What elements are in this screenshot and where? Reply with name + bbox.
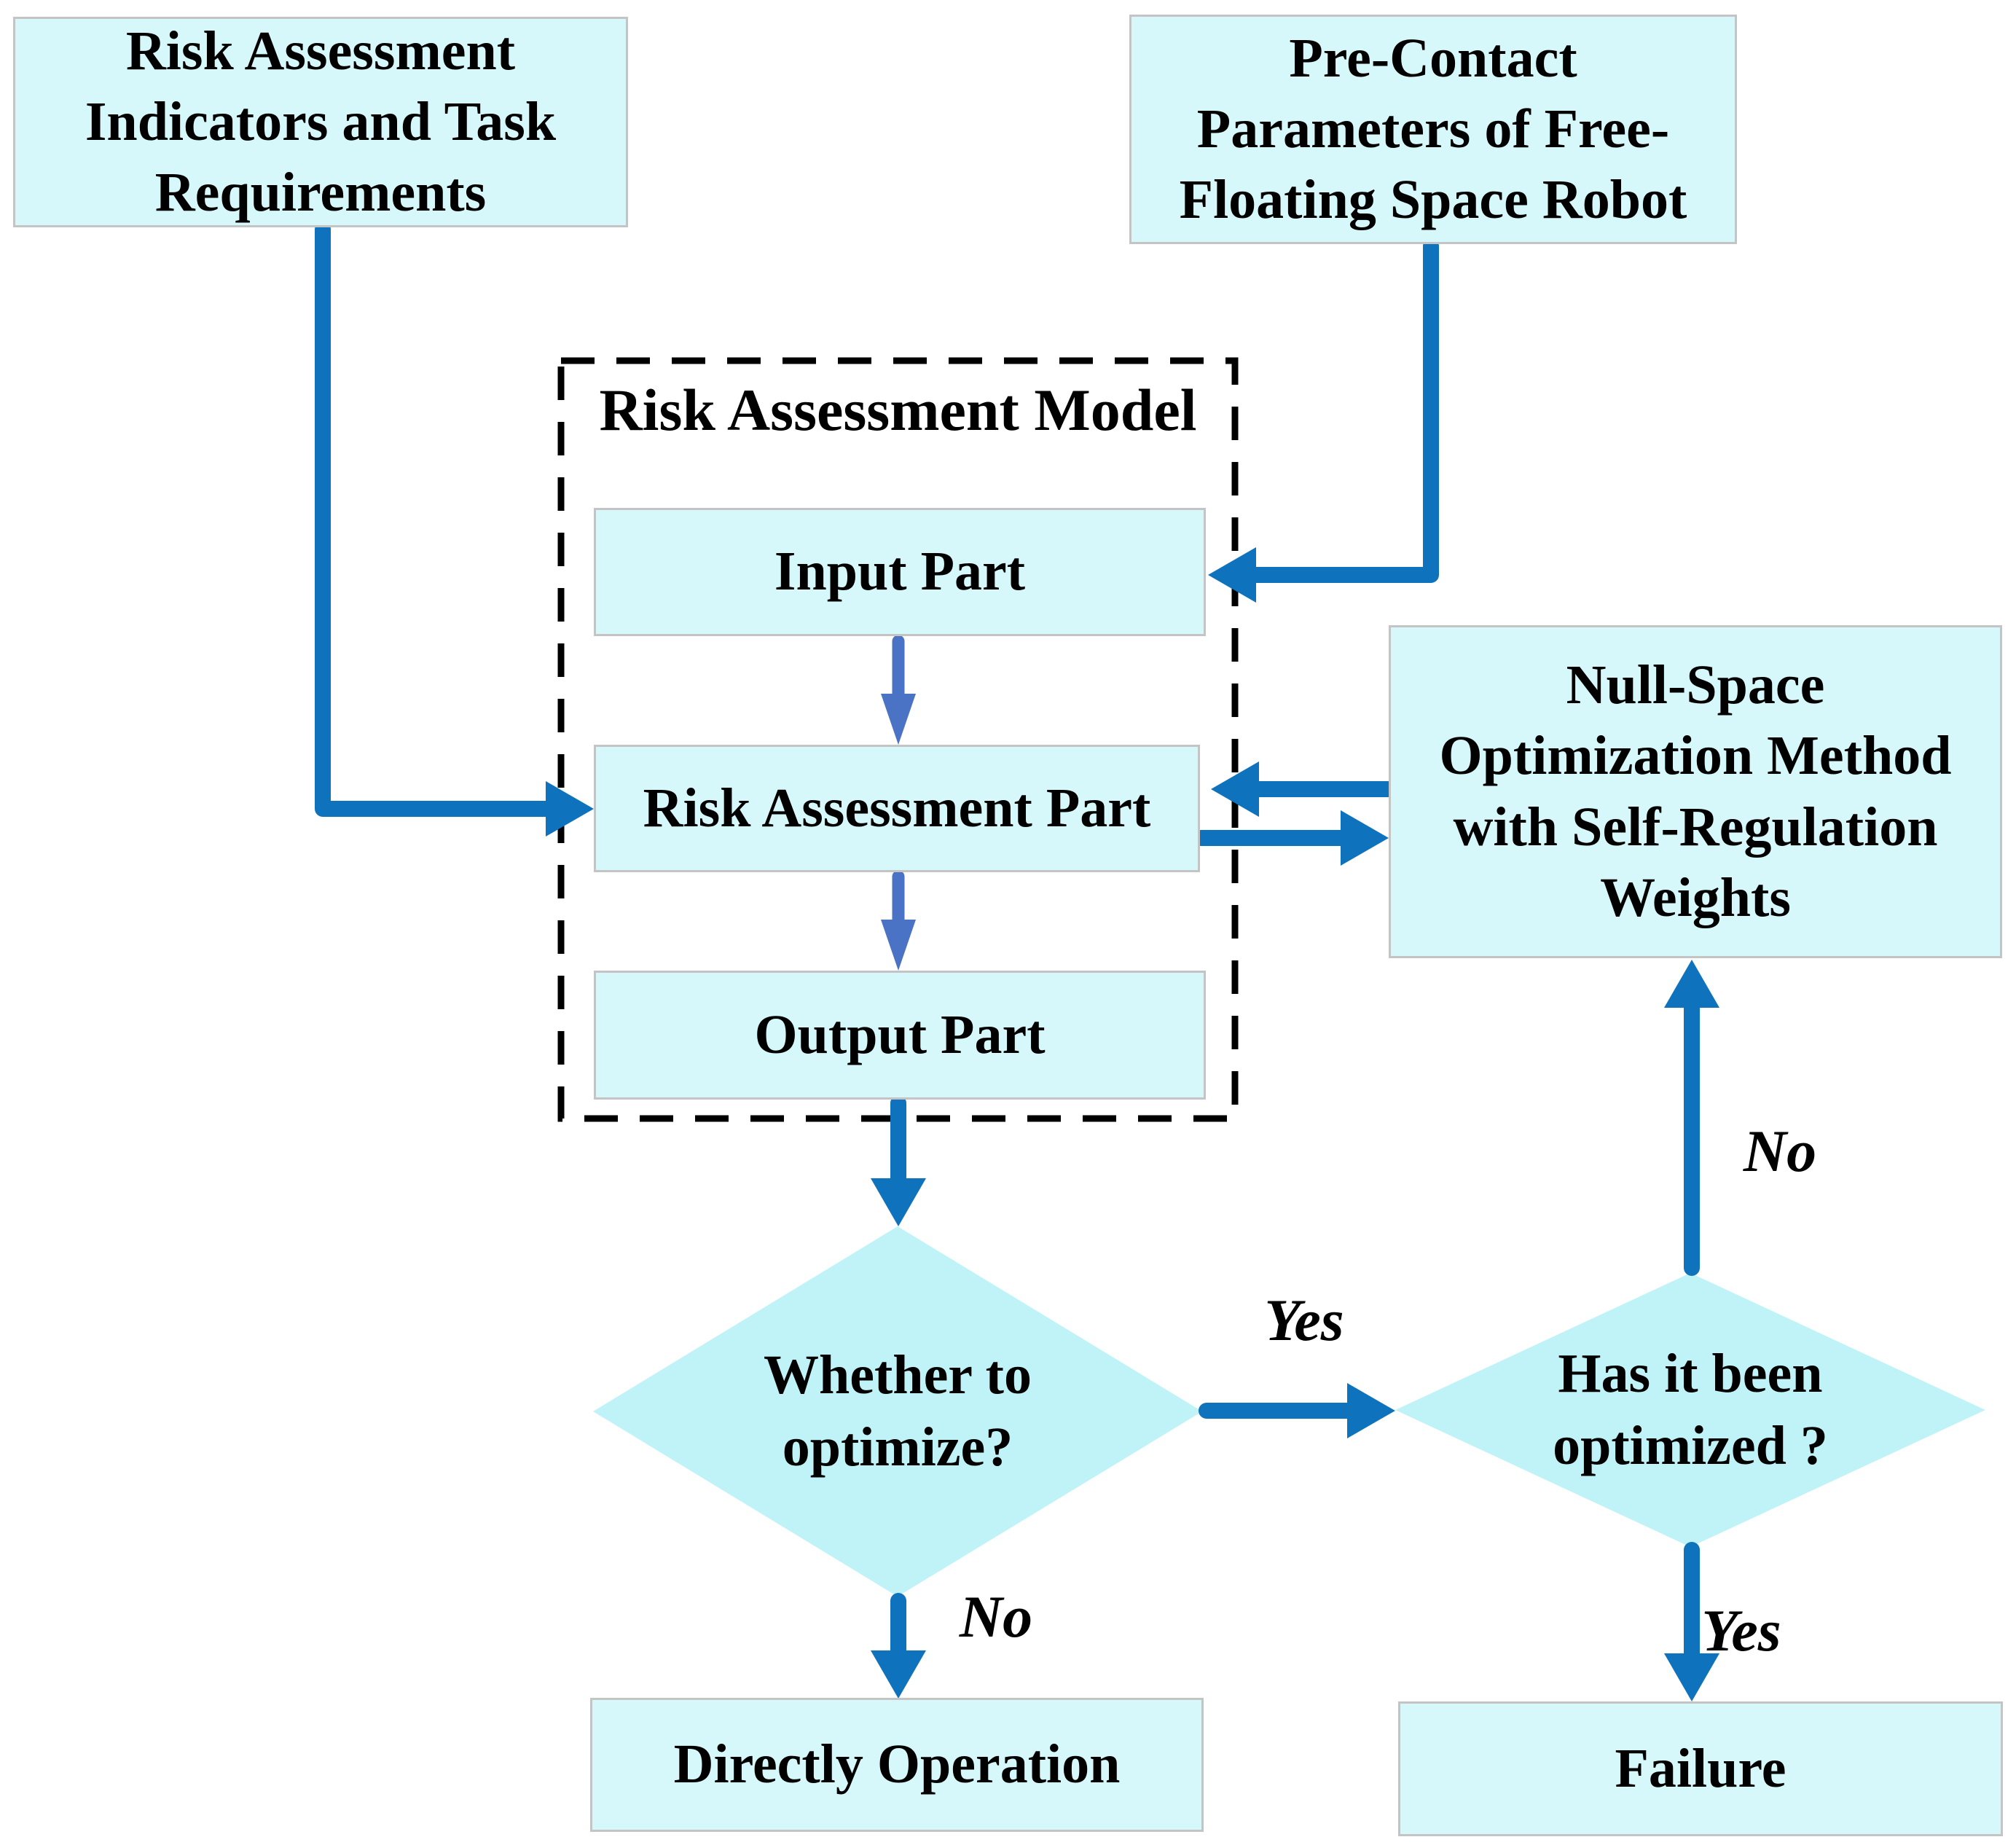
decision-diamond-whether-to-optimize (593, 1226, 1202, 1597)
node-failure: Failure (1398, 1701, 2003, 1836)
node-risk-indicators: Risk Assessment Indicators and Task Requ… (13, 17, 628, 227)
label-no-decision1-to-directly: No (959, 1583, 1033, 1650)
node-nullspace-method: Null-Space Optimization Method with Self… (1389, 625, 2002, 958)
decision-has-been-optimized-label: Has it been optimized ? (1553, 1343, 1828, 1476)
node-precontact-parameters: Pre-Contact Parameters of Free- Floating… (1129, 15, 1737, 244)
arrow-indicators-to-risk-part (315, 222, 594, 837)
node-input-part: Input Part (594, 508, 1206, 636)
arrow-precontact-to-input (1208, 238, 1439, 603)
model-boundary-title: Risk Assessment Model (599, 377, 1197, 443)
label-no-decision2-to-nullspace: No (1743, 1118, 1817, 1184)
node-output-part: Output Part (594, 971, 1206, 1100)
label-yes-decision2-to-failure: Yes (1701, 1597, 1781, 1664)
dashed-model-boundary (557, 357, 1239, 1122)
node-risk-assessment-part: Risk Assessment Part (594, 745, 1200, 872)
decision-diamond-has-been-optimized (1395, 1273, 1985, 1547)
decision-whether-to-optimize-label: Whether to optimize? (764, 1344, 1032, 1478)
node-directly-operation: Directly Operation (590, 1698, 1204, 1832)
label-yes-decision1-to-decision2: Yes (1264, 1287, 1344, 1353)
